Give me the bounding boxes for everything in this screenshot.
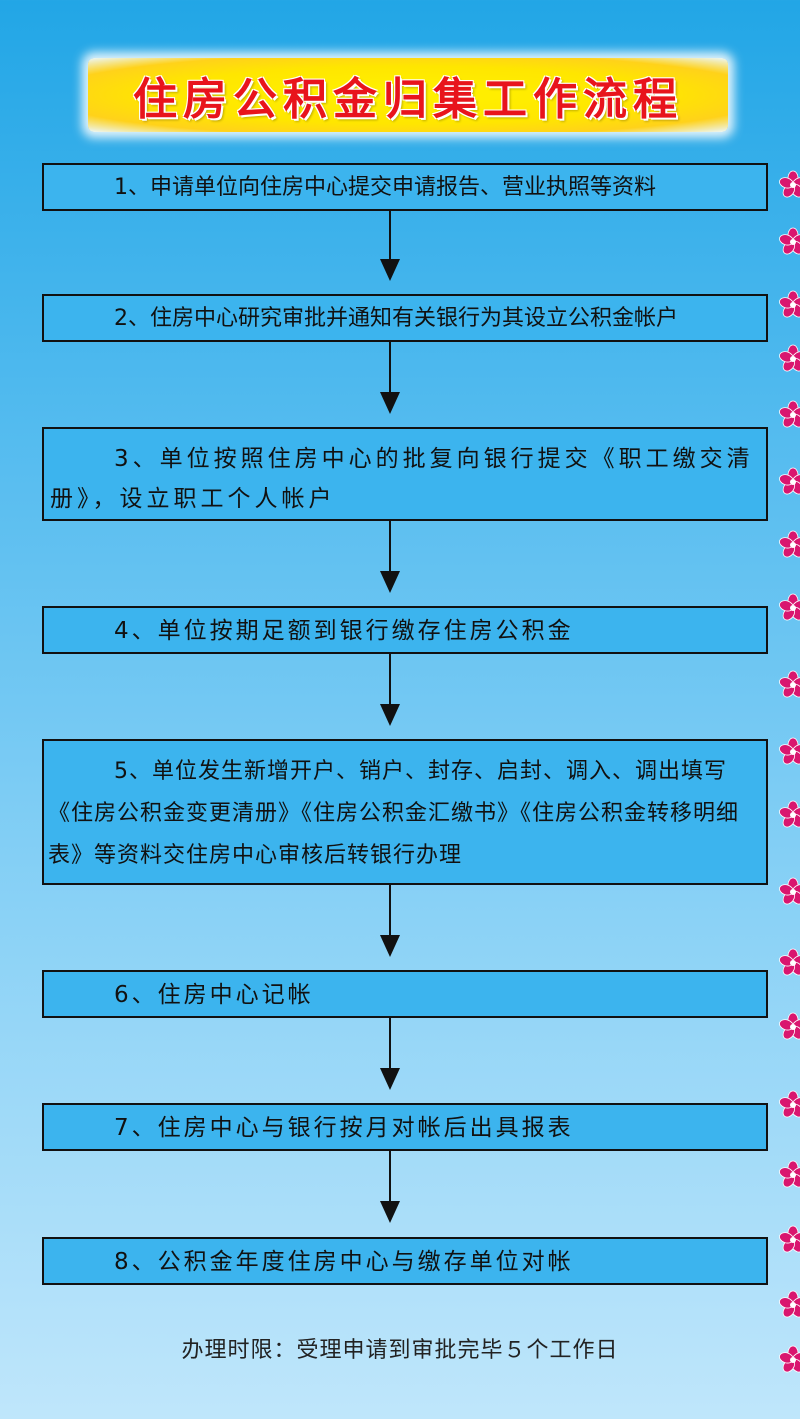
flow-arrow-1-2 [380, 211, 400, 281]
flow-step-2: 2、住房中心研究审批并通知有关银行为其设立公积金帐户 [42, 294, 768, 342]
flow-arrow-4-5 [380, 654, 400, 726]
flow-step-2-text: 2、住房中心研究审批并通知有关银行为其设立公积金帐户 [114, 306, 678, 331]
flow-arrow-2-3 [380, 342, 400, 414]
processing-time-note: 办理时限：受理申请到审批完毕５个工作日 [181, 1338, 619, 1363]
flow-step-6-text: 6、住房中心记帐 [114, 982, 314, 1008]
pink-flower-icon [779, 948, 800, 976]
flow-arrow-5-6 [380, 885, 400, 957]
pink-flower-icon [779, 1012, 800, 1040]
pink-flower-icon [779, 877, 800, 905]
pink-flower-icon [779, 1345, 800, 1373]
pink-flower-icon [779, 670, 800, 698]
pink-flower-icon [779, 1290, 800, 1318]
flow-step-6: 6、住房中心记帐 [42, 970, 768, 1018]
pink-flower-icon [779, 800, 800, 828]
flow-step-3-text: 3、单位按照住房中心的批复向银行提交《职工缴交清册》，设立职工个人帐户 [50, 446, 754, 512]
pink-flower-icon [779, 290, 800, 318]
flow-step-7: 7、住房中心与银行按月对帐后出具报表 [42, 1103, 768, 1151]
flow-step-1-text: 1、申请单位向住房中心提交申请报告、营业执照等资料 [114, 175, 656, 200]
pink-flower-icon [779, 1160, 800, 1188]
pink-flower-icon [779, 1090, 800, 1118]
flow-step-5: 5、单位发生新增开户、销户、封存、启封、调入、调出填写《住房公积金变更清册》《住… [42, 739, 768, 885]
flow-arrow-3-4 [380, 521, 400, 593]
page-title: 住房公积金归集工作流程 [133, 74, 683, 125]
pink-flower-icon [779, 170, 800, 198]
pink-flower-icon [779, 467, 800, 495]
pink-flower-icon [779, 530, 800, 558]
flow-step-5-text: 5、单位发生新增开户、销户、封存、启封、调入、调出填写《住房公积金变更清册》《住… [48, 759, 740, 868]
pink-flower-icon [779, 593, 800, 621]
flow-arrow-7-8 [380, 1151, 400, 1223]
pink-flower-icon [779, 227, 800, 255]
flow-step-4: 4、单位按期足额到银行缴存住房公积金 [42, 606, 768, 654]
pink-flower-icon [779, 344, 800, 372]
pink-flower-icon [779, 737, 800, 765]
title-banner: 住房公积金归集工作流程 [88, 58, 728, 132]
flow-step-1: 1、申请单位向住房中心提交申请报告、营业执照等资料 [42, 163, 768, 211]
flow-step-8: 8、公积金年度住房中心与缴存单位对帐 [42, 1237, 768, 1285]
flow-step-7-text: 7、住房中心与银行按月对帐后出具报表 [114, 1115, 574, 1141]
flow-step-8-text: 8、公积金年度住房中心与缴存单位对帐 [114, 1249, 574, 1275]
pink-flower-icon [779, 400, 800, 428]
flow-step-3: 3、单位按照住房中心的批复向银行提交《职工缴交清册》，设立职工个人帐户 [42, 427, 768, 521]
pink-flower-icon [779, 1225, 800, 1253]
flow-arrow-6-7 [380, 1018, 400, 1090]
flow-step-4-text: 4、单位按期足额到银行缴存住房公积金 [114, 618, 574, 644]
